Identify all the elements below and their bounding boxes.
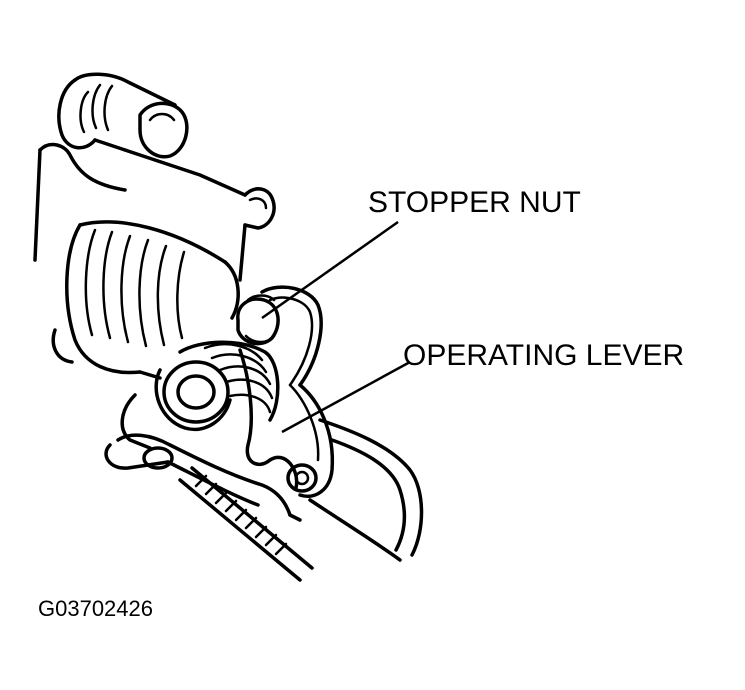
lower-bracket (104, 393, 424, 562)
adjuster-cylinder (154, 340, 280, 432)
stopper-nut (236, 294, 280, 346)
cable-rod (178, 466, 314, 582)
operating-lever-label: OPERATING LEVER (403, 339, 684, 372)
leader-lines (261, 220, 411, 434)
stopper-nut-label: STOPPER NUT (368, 186, 581, 219)
operating-lever-leader (281, 360, 411, 434)
mounting-bracket (33, 72, 276, 282)
figure-id: G03702426 (38, 596, 153, 621)
stopper-nut-leader (261, 220, 399, 320)
caliper-illustration (33, 72, 424, 582)
operating-lever (238, 285, 335, 498)
caliper-housing (51, 220, 240, 380)
